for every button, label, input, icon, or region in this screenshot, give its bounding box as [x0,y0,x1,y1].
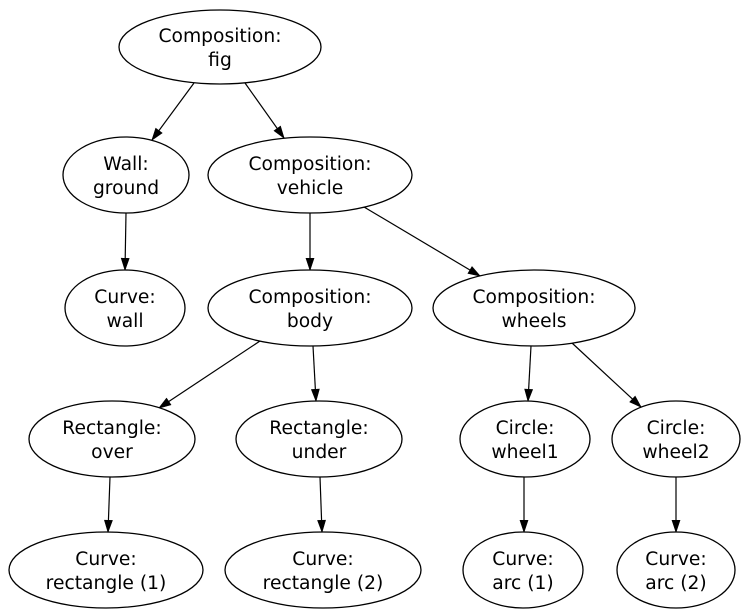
node-vehicle-ellipse [207,136,413,214]
edge-fig-to-ground [152,82,195,140]
node-under: Rectangle: under [235,400,403,478]
node-arc-2: Curve: arc (2) [616,531,736,609]
node-wheels: Composition: wheels [432,269,636,347]
edge-body-to-over [159,340,261,408]
node-wheel1-label-name: wheel1 [491,442,558,463]
edges [108,82,676,532]
node-fig-label-name: fig [208,50,232,71]
node-wheel2-label-name: wheel2 [642,442,709,463]
edge-under-to-rect2 [320,476,322,532]
node-body: Composition: body [207,269,413,347]
node-wheels-label-type: Composition: [472,287,595,308]
node-over-label-name: over [91,442,133,463]
node-arc-1-label-name: arc (1) [492,573,553,594]
edge-vehicle-to-wheels [363,206,480,276]
node-ground-ellipse [62,136,190,214]
node-arc-1-ellipse [462,531,584,609]
node-arc-2-ellipse [616,531,736,609]
node-rectangle-2-ellipse [224,531,422,609]
node-vehicle: Composition: vehicle [207,136,413,214]
node-rectangle-1-label-name: rectangle (1) [46,573,167,594]
node-wall-label-type: Curve: [94,287,155,308]
edge-wheels-to-wheel1 [528,345,531,401]
node-rectangle-1: Curve: rectangle (1) [8,531,204,609]
edge-over-to-rect1 [108,476,110,532]
node-under-label-type: Rectangle: [269,418,368,439]
node-ground: Wall: ground [62,136,190,214]
node-wheels-ellipse [432,269,636,347]
node-over-ellipse [28,400,196,478]
node-wheel1: Circle: wheel1 [459,400,591,478]
node-over-label-type: Rectangle: [62,418,161,439]
node-vehicle-label-name: vehicle [277,178,344,199]
node-arc-1: Curve: arc (1) [462,531,584,609]
node-wheel2: Circle: wheel2 [611,400,741,478]
node-arc-1-label-type: Curve: [492,549,553,570]
edge-body-to-under [313,345,316,401]
node-body-ellipse [207,269,413,347]
node-rectangle-2-label-name: rectangle (2) [263,573,384,594]
node-body-label-type: Composition: [248,287,371,308]
node-wheel1-ellipse [459,400,591,478]
node-wall: Curve: wall [64,269,186,347]
node-rectangle-2: Curve: rectangle (2) [224,531,422,609]
node-arc-2-label-name: arc (2) [645,573,706,594]
node-fig-ellipse [118,9,322,85]
node-wheel1-label-type: Circle: [496,418,555,439]
node-wheel2-ellipse [611,400,741,478]
node-wheels-label-name: wheels [501,311,566,332]
node-wall-ellipse [64,269,186,347]
node-over: Rectangle: over [28,400,196,478]
node-vehicle-label-type: Composition: [248,154,371,175]
edge-wheels-to-wheel2 [571,342,641,407]
node-under-label-name: under [292,442,347,463]
edge-ground-to-wall [125,212,126,270]
node-wall-label-name: wall [106,311,143,332]
node-under-ellipse [235,400,403,478]
node-fig: Composition: fig [118,9,322,85]
node-rectangle-2-label-type: Curve: [292,549,353,570]
node-fig-label-type: Composition: [158,26,281,47]
edge-fig-to-vehicle [244,82,284,138]
node-wheel2-label-type: Circle: [647,418,706,439]
node-body-label-name: body [287,311,333,332]
node-arc-2-label-type: Curve: [645,549,706,570]
nodes: Composition: fig Wall: ground Compositio… [8,9,741,609]
node-rectangle-1-label-type: Curve: [75,549,136,570]
node-rectangle-1-ellipse [8,531,204,609]
node-ground-label-type: Wall: [103,154,148,175]
node-ground-label-name: ground [93,178,159,199]
